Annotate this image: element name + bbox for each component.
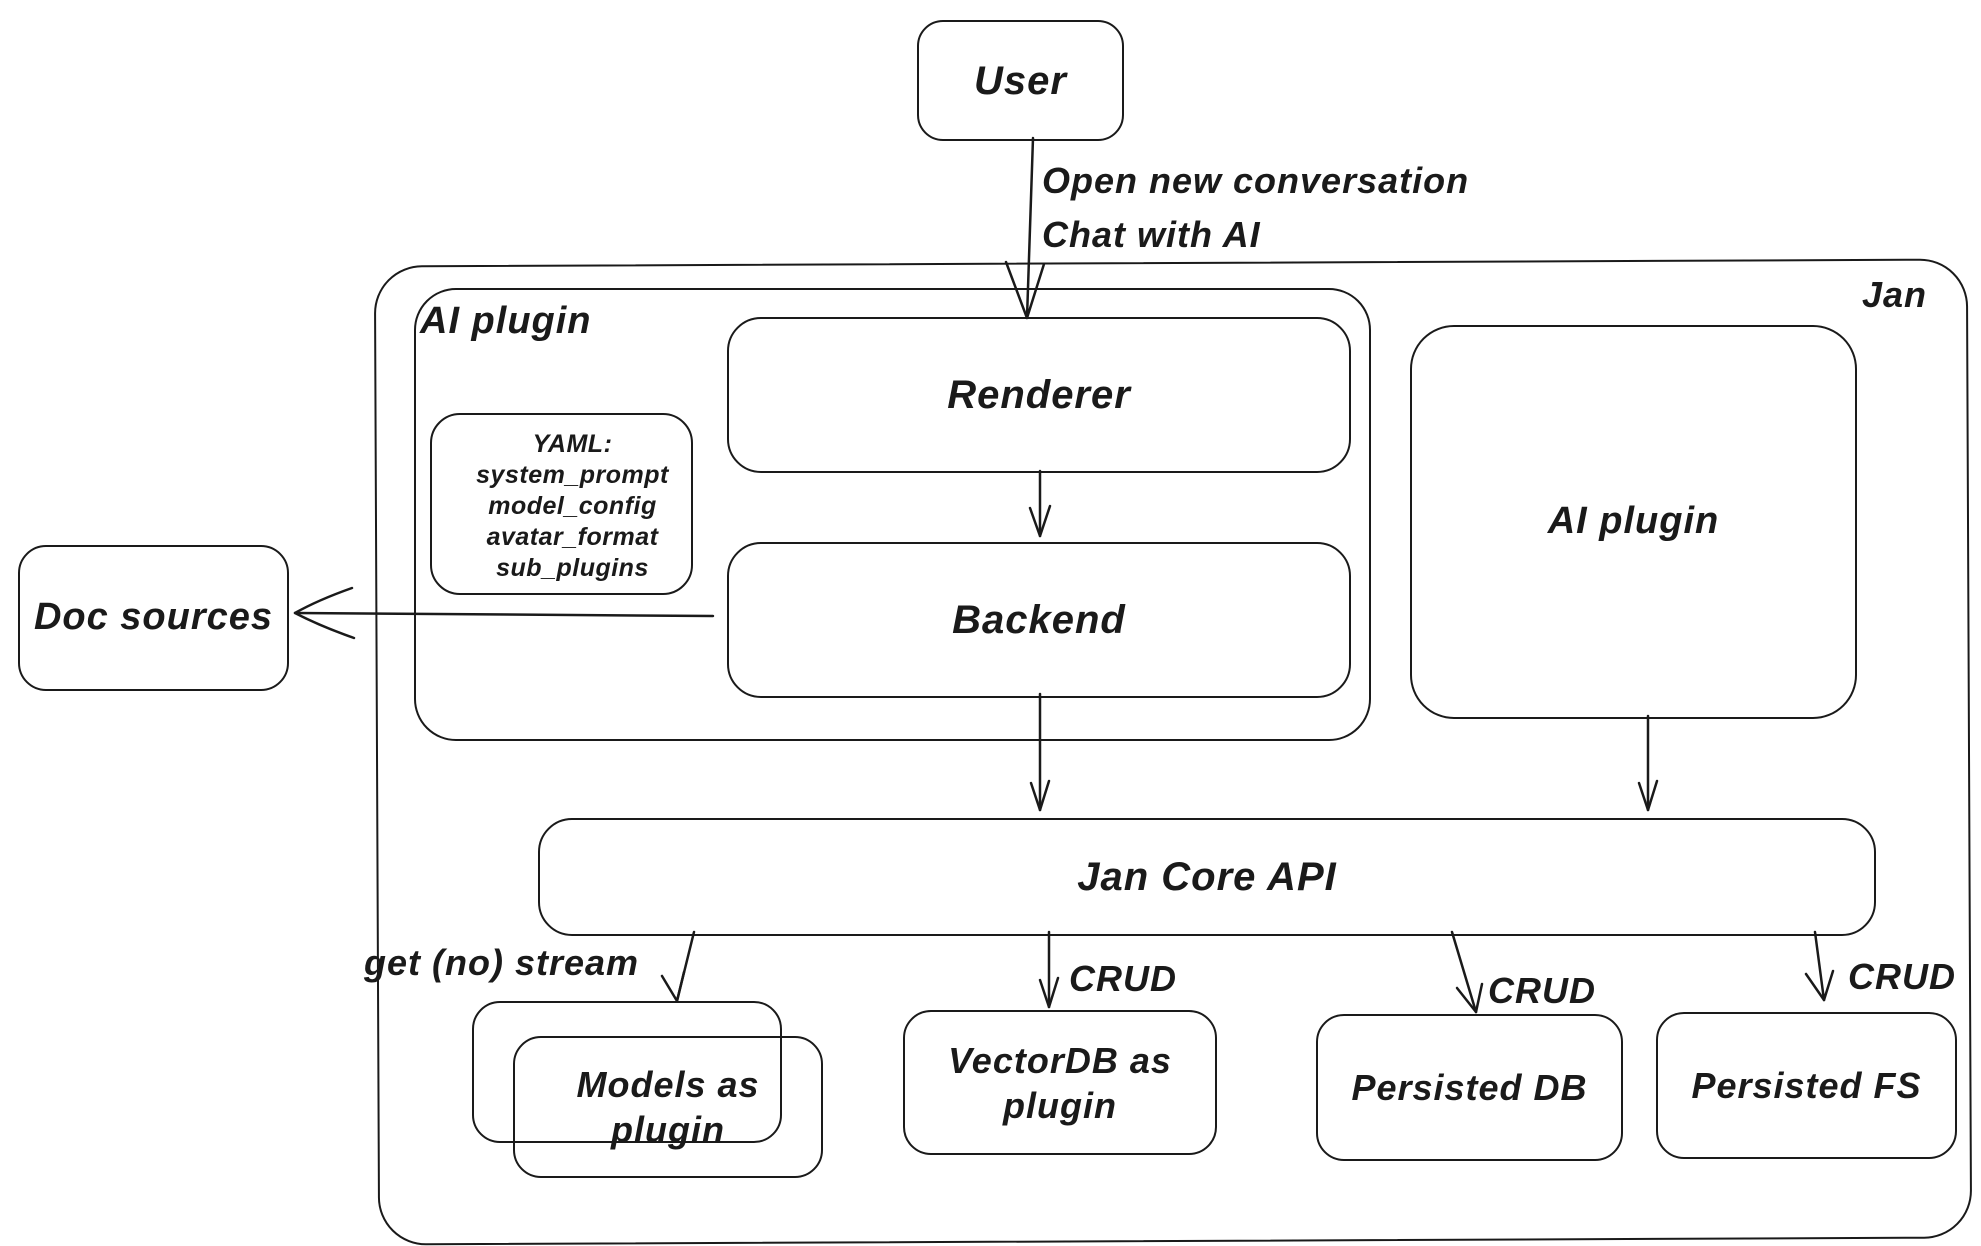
node-jan-core-api: Jan Core API (538, 818, 1876, 936)
node-label: Jan Core API (1077, 855, 1337, 899)
node-ai-plugin: AI plugin (1410, 325, 1857, 719)
node-label: Models as plugin (576, 1064, 760, 1150)
yaml-note-line: sub_plugins (496, 554, 649, 582)
node-label: Persisted DB (1351, 1067, 1588, 1108)
edge-label-crud-persisted-fs: CRUD (1848, 956, 1956, 997)
node-user: User (917, 20, 1124, 141)
node-persisted-db: Persisted DB (1316, 1014, 1623, 1161)
node-renderer: Renderer (727, 317, 1351, 473)
edge-label-line: Chat with AI (1042, 214, 1261, 255)
yaml-config-note: YAML: system_prompt model_config avatar_… (430, 413, 693, 595)
node-label: Doc sources (33, 596, 274, 639)
ai-plugin-container-label: AI plugin (420, 300, 592, 342)
edge-label-crud-persisted-db: CRUD (1488, 970, 1596, 1011)
yaml-note-line: system_prompt (476, 461, 669, 489)
edge-label-crud-vectordb: CRUD (1069, 958, 1177, 999)
node-models-as-plugin: Models as plugin (513, 1036, 823, 1178)
edge-label-line: Open new conversation (1042, 160, 1470, 201)
jan-container-label: Jan (1862, 274, 1928, 315)
edge-label-get-no-stream: get (no) stream (364, 942, 640, 983)
node-doc-sources: Doc sources (18, 545, 289, 691)
node-backend: Backend (727, 542, 1351, 698)
node-label: VectorDB as plugin (948, 1039, 1172, 1126)
edge-label-open-conversation: Open new conversation Chat with AI (1042, 154, 1469, 262)
ai-plugin-container (414, 288, 1371, 741)
node-label: Persisted FS (1691, 1065, 1922, 1106)
node-persisted-fs: Persisted FS (1656, 1012, 1957, 1159)
node-label: AI plugin (1547, 500, 1720, 543)
node-label: Backend (952, 598, 1126, 642)
node-label: User (974, 58, 1067, 103)
node-models-as-plugin-shadow (472, 1001, 782, 1143)
node-vectordb-as-plugin: VectorDB as plugin (903, 1010, 1217, 1155)
node-label: Renderer (947, 373, 1131, 417)
yaml-note-title: YAML: (532, 430, 613, 458)
yaml-note-line: model_config (488, 492, 657, 520)
yaml-note-line: avatar_format (486, 523, 659, 551)
